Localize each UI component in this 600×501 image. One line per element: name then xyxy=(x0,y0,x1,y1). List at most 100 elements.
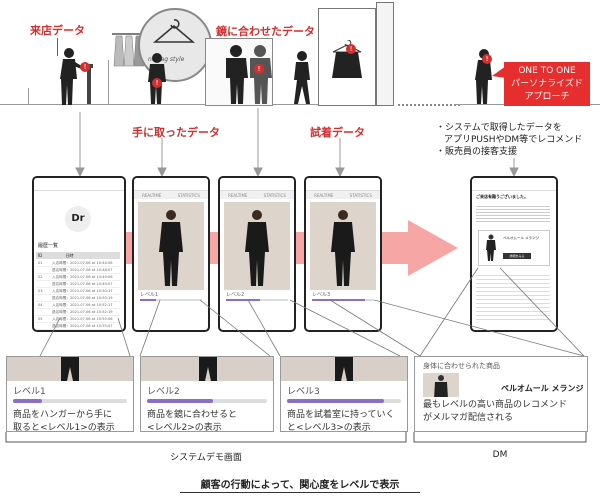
bullet-2: アプリPUSHやDM等でレコメンド xyxy=(436,134,582,146)
one-to-one-bubble: ONE TO ONE パーソナライズド アプローチ xyxy=(504,62,590,106)
history-row: 退店時間：2021.07.06 at 10:55:07 xyxy=(36,323,120,330)
zoom-level-label: レベル3 xyxy=(287,384,401,397)
phone-tabs: REALTIME STATISTICS xyxy=(134,191,208,199)
alert-badge: ! xyxy=(482,54,492,64)
history-title: 履歴一覧 xyxy=(38,242,58,249)
history-row: 退店時間：2021.07.06 at 10:49:07 xyxy=(36,281,120,288)
tab-realtime[interactable]: REALTIME xyxy=(142,193,161,198)
col-id: ID xyxy=(38,253,42,258)
phone-level-fill xyxy=(226,299,260,301)
history-date: 入店時間：2021.07.06 at 10:49:06 xyxy=(52,274,113,280)
dm-zoom-header: 身体に合わせられた商品 xyxy=(423,361,579,371)
fitting-room-door xyxy=(376,2,394,106)
history-id: 02 xyxy=(36,274,52,280)
dm-zoom-product: ペルオムール メランジ xyxy=(501,383,584,394)
phone-level-bar xyxy=(226,299,288,301)
zoom-level-fill xyxy=(13,399,42,403)
bubble-line-3: アプローチ xyxy=(504,91,590,104)
phone-level-label: レベル1 xyxy=(140,291,158,298)
customer-at-mirror-figure xyxy=(222,44,282,106)
dm-desc-line-2: がメルマガ配信される xyxy=(423,412,567,425)
alert-badge: ! xyxy=(254,64,264,74)
history-date: 退店時間：2021.07.06 at 10:55:07 xyxy=(52,323,113,329)
dm-desc-line-1: 最もレベルの高い商品のレコメンド xyxy=(423,399,567,412)
dm-product-card: ペルオムール メランジ 詳細をみる xyxy=(478,230,550,266)
phone-tabs: REALTIME STATISTICS xyxy=(220,191,294,199)
bottom-title-underline xyxy=(180,492,420,493)
section-brackets xyxy=(0,430,600,450)
wall-left-2 xyxy=(108,60,109,104)
section-system-label: システムデモ画面 xyxy=(6,450,406,463)
history-id: 04 xyxy=(36,302,52,308)
hanger-icon xyxy=(152,18,196,48)
bottom-title: 顧客の行動によって、関心度をレベルで表示 xyxy=(0,476,600,491)
bullet-3: ・販売員の接客支援 xyxy=(436,146,582,158)
col-date: 日時 xyxy=(66,253,74,258)
phone-dm: ご来店有難うございました。 ペルオムール メランジ 詳細をみる xyxy=(470,176,558,332)
tab-realtime[interactable]: REALTIME xyxy=(228,193,247,198)
model-figure xyxy=(156,208,186,288)
history-row: 退店時間：2021.07.06 at 10:52:19 xyxy=(36,309,120,316)
phone-level-fill xyxy=(140,299,156,301)
dm-detail-button[interactable]: 詳細をみる xyxy=(503,253,531,259)
zoom-level-label: レベル2 xyxy=(147,384,267,397)
dm-zoom-model-figure xyxy=(433,375,449,397)
label-handled-data: 手に取ったデータ xyxy=(132,124,220,140)
phone-level-label: レベル3 xyxy=(312,291,330,298)
dm-footer-lines xyxy=(476,272,550,320)
tab-statistics[interactable]: STATISTICS xyxy=(264,193,286,198)
zoom-panel-level-3: レベル3 商品を試着室に持っていくと<レベル3>の表示 xyxy=(280,356,408,432)
history-date: 入店時間：2021.07.06 at 10:50:17 xyxy=(52,288,113,294)
phone-level-3: REALTIME STATISTICS レベル3 xyxy=(304,176,382,332)
zoom-level-fill xyxy=(147,399,213,403)
history-id xyxy=(36,323,52,329)
dm-zoom-photo xyxy=(423,373,459,397)
history-date: 入店時間：2021.07.06 at 10:52:17 xyxy=(52,302,113,308)
zoom-desc-line-1: 商品を試着室に持っていく xyxy=(287,409,401,422)
phone-level-fill xyxy=(312,299,365,301)
history-date: 退店時間：2021.07.06 at 10:48:07 xyxy=(52,267,113,273)
status-bar xyxy=(134,178,208,191)
zoom-photo xyxy=(141,357,273,381)
history-id xyxy=(36,281,52,287)
zoom-panel-level-2: レベル2 商品を鏡に合わせると<レベル2>の表示 xyxy=(140,356,274,432)
history-id: 05 xyxy=(36,316,52,322)
tab-statistics[interactable]: STATISTICS xyxy=(178,193,200,198)
model-legs-figure xyxy=(55,357,85,381)
zoom-panel-level-1: レベル1 商品をハンガーから手に取ると<レベル1>の表示 xyxy=(6,356,134,432)
app-logo: Dr xyxy=(65,206,91,232)
dm-greeting: ご来店有難うございました。 xyxy=(476,194,528,200)
tab-statistics[interactable]: STATISTICS xyxy=(350,193,372,198)
section-dm-label: DM xyxy=(414,450,586,460)
zoom-level-bar xyxy=(147,399,267,403)
tab-realtime[interactable]: REALTIME xyxy=(314,193,333,198)
bubble-line-2: パーソナライズド xyxy=(504,78,590,91)
history-date: 入店時間：2021.07.06 at 10:55:06 xyxy=(52,316,113,322)
history-date: 退店時間：2021.07.06 at 10:49:07 xyxy=(52,281,113,287)
zoom-desc-line-1: 商品を鏡に合わせると xyxy=(147,409,267,422)
zoom-panel-dm: 身体に合わせられた商品 ペルオムール メランジ 最もレベルの高い商品のレコメンド… xyxy=(414,356,588,432)
alert-badge: ! xyxy=(152,78,162,88)
label-visit-data: 来店データ xyxy=(30,22,85,38)
alert-badge: ! xyxy=(80,62,90,72)
dm-model-figure xyxy=(485,234,497,262)
phone-tabs: REALTIME STATISTICS xyxy=(306,191,380,199)
history-table-header: ID 日時 xyxy=(36,252,120,259)
history-id xyxy=(36,267,52,273)
history-id xyxy=(36,309,52,315)
history-date: 退店時間：2021.07.06 at 10:50:19 xyxy=(52,295,113,301)
model-figure xyxy=(242,208,272,288)
phone-level-bar xyxy=(140,299,202,301)
model-figure xyxy=(328,208,358,288)
zoom-desc-line-1: 商品をハンガーから手に xyxy=(13,409,127,422)
alert-badge: ! xyxy=(346,44,356,54)
dm-body-lines xyxy=(476,204,550,224)
model-legs-figure xyxy=(193,357,223,381)
zoom-photo xyxy=(281,357,407,381)
dm-zoom-description: 最もレベルの高い商品のレコメンドがメルマガ配信される xyxy=(423,399,567,425)
phone-level-label: レベル2 xyxy=(226,291,244,298)
